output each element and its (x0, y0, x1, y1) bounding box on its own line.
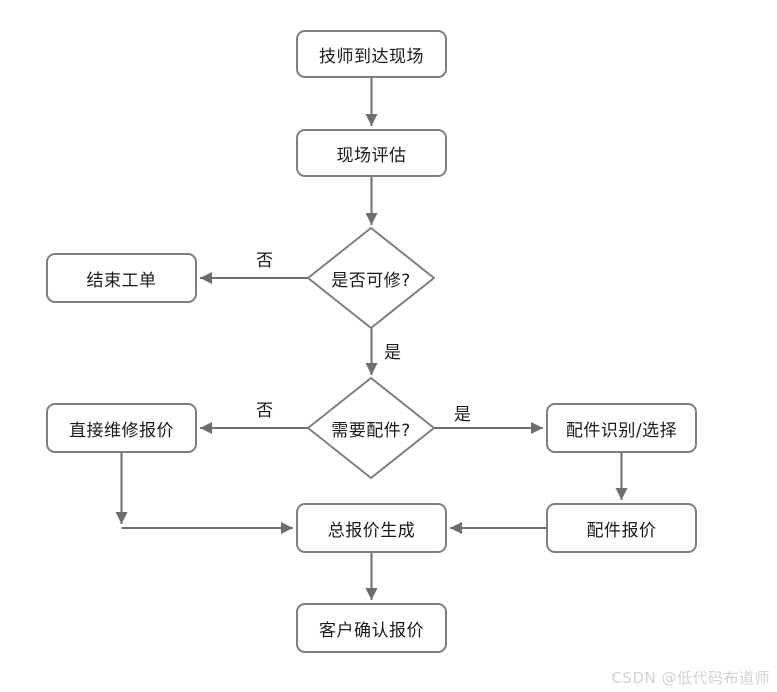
node-part-identify-select: 配件识别/选择 (546, 403, 697, 453)
node-direct-repair-quote: 直接维修报价 (46, 403, 197, 453)
node-onsite-assessment: 现场评估 (296, 129, 447, 177)
node-label: 总报价生成 (327, 520, 416, 541)
decision-repairable-label: 是否可修? (331, 271, 411, 291)
edge-label-no: 否 (256, 401, 273, 421)
node-label: 配件识别/选择 (565, 420, 678, 441)
decision-need-parts-label: 需要配件? (331, 421, 411, 441)
node-end-work-order: 结束工单 (46, 253, 197, 303)
node-label: 现场评估 (336, 145, 407, 166)
edge-label-yes: 是 (454, 405, 471, 425)
decision-need-parts-shape (307, 377, 435, 479)
node-total-quote-generation: 总报价生成 (296, 503, 447, 553)
node-label: 结束工单 (86, 270, 157, 291)
csdn-watermark: CSDN @低代码布道师 (611, 669, 770, 687)
node-part-quote: 配件报价 (546, 503, 697, 553)
edge-label-yes: 是 (384, 343, 401, 363)
node-label: 客户确认报价 (319, 620, 424, 641)
decision-repairable-shape (307, 227, 435, 329)
node-label: 直接维修报价 (69, 420, 174, 441)
edge-label-no: 否 (256, 251, 273, 271)
node-customer-confirm-quote: 客户确认报价 (296, 603, 447, 653)
node-label: 配件报价 (586, 520, 657, 541)
node-technician-arrives: 技师到达现场 (296, 30, 447, 78)
node-label: 技师到达现场 (319, 46, 424, 67)
